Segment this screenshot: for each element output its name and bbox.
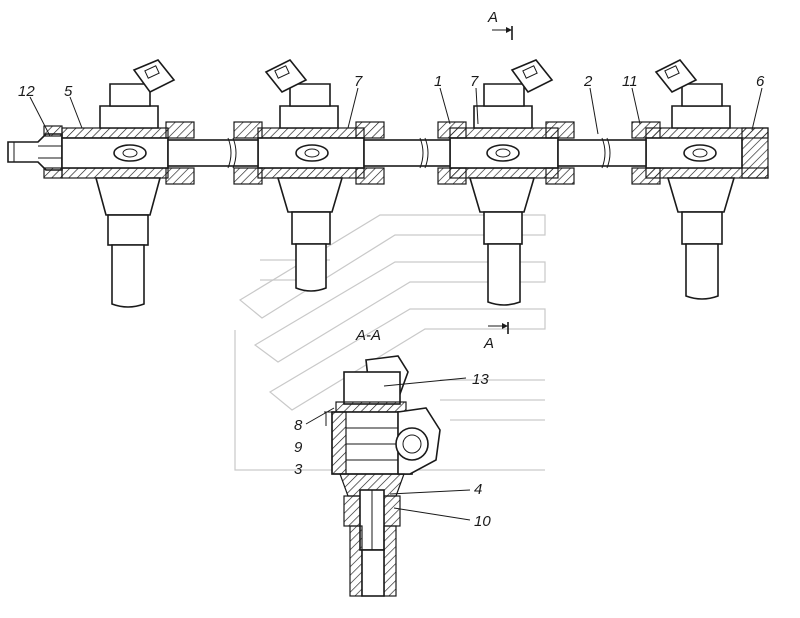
callout-1: 1 [434,73,442,90]
section-marker-bottom-label: A [483,335,494,352]
callout-3: 3 [294,461,303,478]
callout-5: 5 [64,83,73,100]
callout-4: 4 [474,481,482,498]
injector-1 [94,59,176,308]
fuel-rail [7,121,769,185]
coupling-nuts [165,121,661,185]
section-view [324,355,441,597]
callout-8: 8 [294,417,303,434]
section-marker-top [492,26,513,40]
injector-2 [264,58,344,292]
callout-13: 13 [472,371,489,388]
callout-11: 11 [622,73,638,90]
callout-2: 2 [583,73,593,90]
callout-10: 10 [474,513,491,530]
section-title: A-A [355,327,381,344]
injector-4 [654,58,736,300]
callout-9: 9 [294,439,303,456]
section-marker-bottom [488,322,509,334]
callout-7-left: 7 [354,73,363,90]
section-marker-top-label: A [487,9,498,26]
watermark-emblem [234,214,546,471]
callout-12: 12 [18,83,35,100]
callout-7-right: 7 [470,73,479,90]
callout-6: 6 [756,73,765,90]
leader-lines [29,87,763,521]
injector-3 [468,59,554,306]
